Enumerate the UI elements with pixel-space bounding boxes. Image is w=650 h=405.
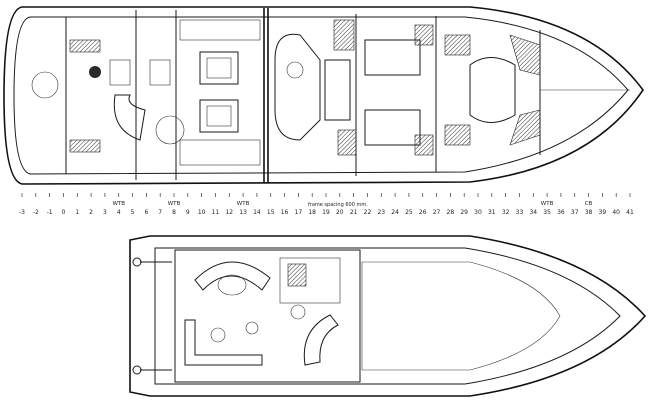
frame-number: 7 bbox=[158, 209, 162, 216]
frame-number: 38 bbox=[585, 209, 593, 216]
aft-area bbox=[31, 39, 185, 153]
upper-deck-plan bbox=[129, 235, 647, 397]
frame-number: 11 bbox=[212, 209, 220, 216]
frame-number: 22 bbox=[364, 209, 372, 216]
frame-number: 18 bbox=[308, 209, 316, 216]
engine-room bbox=[149, 19, 261, 166]
hull-outline-lower bbox=[3, 6, 644, 185]
frame-number: 34 bbox=[529, 209, 537, 216]
frame-number: 40 bbox=[612, 209, 620, 216]
frame-number: 9 bbox=[186, 209, 190, 216]
frame-number: 2 bbox=[89, 209, 93, 216]
bulkhead-marker: WTB bbox=[112, 201, 125, 207]
frame-number: 15 bbox=[267, 209, 275, 216]
frame-number: 14 bbox=[253, 209, 261, 216]
frame-number: 39 bbox=[599, 209, 607, 216]
frame-number: 12 bbox=[225, 209, 233, 216]
frame-number: -1 bbox=[47, 209, 53, 216]
frame-number: 16 bbox=[281, 209, 289, 216]
frame-number: 26 bbox=[419, 209, 427, 216]
frame-number: 29 bbox=[460, 209, 468, 216]
frame-number: -3 bbox=[19, 209, 25, 216]
frame-number: 27 bbox=[433, 209, 441, 216]
frame-number: 37 bbox=[571, 209, 579, 216]
frame-number: 4 bbox=[117, 209, 121, 216]
frame-number: 28 bbox=[447, 209, 455, 216]
frame-number: 21 bbox=[350, 209, 358, 216]
frame-number: 19 bbox=[322, 209, 330, 216]
frame-number: 23 bbox=[377, 209, 385, 216]
frame-number: 0 bbox=[62, 209, 66, 216]
hull-outline-upper bbox=[129, 235, 647, 397]
forward-cabins bbox=[274, 19, 630, 156]
frame-number: 8 bbox=[172, 209, 176, 216]
frame-number: 13 bbox=[239, 209, 247, 216]
frame-number: 20 bbox=[336, 209, 344, 216]
frame-number: 5 bbox=[131, 209, 135, 216]
bulkhead-marker: WTB bbox=[541, 201, 554, 207]
bulkheads bbox=[65, 8, 541, 183]
frame-number: 32 bbox=[502, 209, 510, 216]
bulkhead-marker: WTB bbox=[237, 201, 250, 207]
frame-number: 25 bbox=[405, 209, 413, 216]
frame-number: 3 bbox=[103, 209, 107, 216]
frame-number: 33 bbox=[516, 209, 524, 216]
frame-number: 36 bbox=[557, 209, 565, 216]
bulkhead-marker: WTB bbox=[168, 201, 181, 207]
frame-number: -2 bbox=[33, 209, 39, 216]
frame-number: 6 bbox=[144, 209, 148, 216]
frame-spacing-note: frame spacing 600 mm. bbox=[308, 202, 368, 208]
frame-number: 1 bbox=[75, 209, 79, 216]
frame-number: 41 bbox=[626, 209, 634, 216]
frame-number: 24 bbox=[391, 209, 399, 216]
bulkhead-marker: CB bbox=[585, 201, 593, 207]
frame-number: 17 bbox=[295, 209, 303, 216]
frame-number: 31 bbox=[488, 209, 496, 216]
frame-number: 10 bbox=[198, 209, 206, 216]
lower-deck-plan bbox=[3, 6, 644, 185]
frame-number: 35 bbox=[543, 209, 551, 216]
frame-number: 30 bbox=[474, 209, 482, 216]
flybridge-seating bbox=[184, 257, 341, 366]
